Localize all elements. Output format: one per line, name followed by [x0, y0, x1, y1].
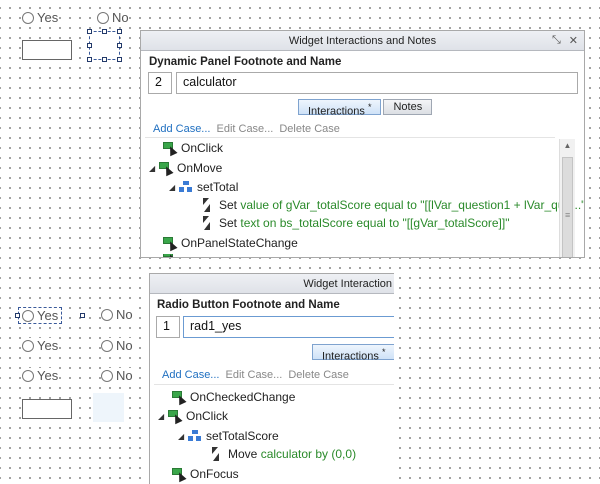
edit-case-link[interactable]: Edit Case...: [225, 369, 283, 381]
case-links: Add Case... Edit Case... Delete Case: [162, 369, 349, 381]
resize-handle[interactable]: [87, 57, 92, 62]
expand-triangle-icon[interactable]: ◢: [178, 431, 185, 441]
panel-tabs: Interactions * Notes: [298, 99, 433, 118]
radio-yes-2[interactable]: Yes: [22, 338, 59, 353]
footnote-label: Dynamic Panel Footnote and Name: [149, 56, 342, 68]
resize-handle[interactable]: [15, 313, 20, 318]
expand-triangle-icon[interactable]: ◢: [158, 411, 165, 421]
resize-handle[interactable]: [87, 43, 92, 48]
panel-titlebar: Widget Interaction: [150, 274, 394, 294]
add-case-link[interactable]: Add Case...: [162, 369, 220, 381]
panel-title: Widget Interaction: [303, 277, 392, 290]
add-case-link[interactable]: Add Case...: [153, 123, 211, 135]
event-icon: [163, 141, 178, 156]
lightning-icon: [201, 198, 213, 212]
expand-triangle-icon[interactable]: ◢: [149, 163, 156, 173]
radio-no-3[interactable]: No: [101, 368, 133, 383]
event-truncated: [163, 254, 181, 257]
event-onfocus[interactable]: OnFocus: [172, 467, 239, 482]
case-links: Add Case... Edit Case... Delete Case: [153, 123, 340, 135]
action-set-value[interactable]: Set value of gVar_totalScore equal to "[…: [201, 198, 584, 212]
tab-interactions[interactable]: Interactions *: [298, 99, 382, 118]
scroll-up-icon[interactable]: ▲: [563, 141, 572, 150]
grip-icon: ≡: [565, 210, 571, 220]
resize-handle[interactable]: [102, 29, 107, 34]
radio-circle-icon: [22, 339, 34, 352]
panel-title: Widget Interactions and Notes: [288, 34, 437, 47]
case-settotal[interactable]: ◢ setTotal: [169, 180, 239, 194]
case-settotalscore[interactable]: ◢ setTotalScore: [178, 429, 279, 443]
lightning-icon: [201, 216, 213, 230]
resize-handle[interactable]: [87, 29, 92, 34]
dynamic-panel-placeholder[interactable]: [93, 393, 124, 422]
case-tree-icon: [179, 181, 193, 193]
event-onclick[interactable]: ◢ OnClick: [158, 409, 229, 424]
event-onpanelstatechange[interactable]: OnPanelStateChange: [163, 236, 298, 251]
text-field-top[interactable]: [22, 40, 72, 60]
radio-circle-icon: [101, 339, 113, 352]
resize-handle[interactable]: [117, 57, 122, 62]
resize-handle[interactable]: [102, 57, 107, 62]
panel-tabs: Interactions *: [312, 344, 394, 363]
event-onmove[interactable]: ◢ OnMove: [149, 161, 223, 176]
action-move[interactable]: Move calculator by (0,0): [210, 447, 356, 461]
radio-circle-icon: [22, 369, 34, 382]
tab-notes[interactable]: Notes: [383, 99, 433, 115]
undock-icon[interactable]: ⤡: [551, 34, 561, 46]
action-set-text[interactable]: Set text on bs_totalScore equal to "[[gV…: [201, 216, 509, 230]
event-icon: [172, 467, 187, 482]
panel-titlebar: Widget Interactions and Notes ⤡ ✕: [141, 31, 584, 51]
footnote-label: Radio Button Footnote and Name: [157, 299, 340, 311]
edit-case-link[interactable]: Edit Case...: [216, 123, 274, 135]
widget-name-field[interactable]: rad1_yes: [183, 316, 394, 338]
resize-handle[interactable]: [80, 313, 85, 318]
resize-handle[interactable]: [117, 29, 122, 34]
expand-triangle-icon[interactable]: ◢: [169, 182, 176, 192]
widget-name-field[interactable]: calculator: [176, 72, 578, 94]
radio-no-top[interactable]: No: [97, 10, 129, 25]
footnote-number-field[interactable]: 2: [148, 72, 172, 94]
delete-case-link[interactable]: Delete Case: [279, 123, 340, 135]
case-tree-icon: [188, 430, 202, 442]
radio-no-1[interactable]: No: [101, 307, 133, 322]
close-icon[interactable]: ✕: [568, 35, 578, 47]
radio-yes-selected[interactable]: Yes: [18, 307, 63, 324]
divider: [154, 384, 394, 385]
lightning-icon: [210, 447, 222, 461]
widget-interactions-panel: Widget Interactions and Notes ⤡ ✕ Dynami…: [140, 30, 585, 258]
radio-circle-icon: [22, 11, 34, 24]
tree-scrollbar[interactable]: ▲ ≡: [559, 139, 575, 257]
event-icon: [163, 236, 178, 251]
divider: [145, 137, 555, 138]
radio-circle-icon: [22, 309, 34, 322]
footnote-number-field[interactable]: 1: [156, 316, 180, 338]
tab-interactions[interactable]: Interactions *: [312, 344, 394, 363]
event-icon: [163, 254, 178, 257]
radio-yes-top[interactable]: Yes: [22, 10, 59, 25]
delete-case-link[interactable]: Delete Case: [288, 369, 349, 381]
radio-circle-icon: [101, 308, 113, 321]
radio-circle-icon: [101, 369, 113, 382]
event-icon: [159, 161, 174, 176]
dynamic-panel-selection[interactable]: [87, 29, 122, 62]
radio-circle-icon: [97, 11, 109, 24]
event-icon: [172, 390, 187, 405]
event-onclick[interactable]: OnClick: [163, 141, 223, 156]
radio-interactions-panel: Widget Interaction Radio Button Footnote…: [149, 273, 394, 484]
event-oncheckedchange[interactable]: OnCheckedChange: [172, 390, 295, 405]
scrollbar-thumb[interactable]: ≡: [562, 157, 573, 257]
text-field-bottom[interactable]: [22, 399, 72, 419]
radio-no-2[interactable]: No: [101, 338, 133, 353]
resize-handle[interactable]: [117, 43, 122, 48]
event-icon: [168, 409, 183, 424]
radio-yes-3[interactable]: Yes: [22, 368, 59, 383]
